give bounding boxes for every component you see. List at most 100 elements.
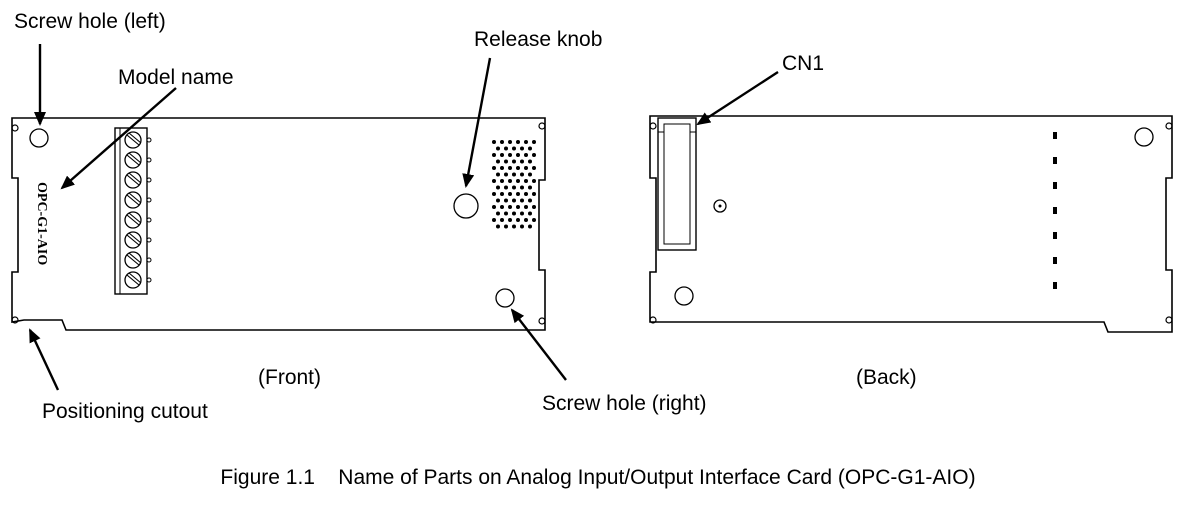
vent-dot [512, 146, 516, 151]
vent-dot [532, 166, 536, 170]
vent-dot [520, 185, 524, 190]
vent-dot [528, 198, 532, 203]
vent-dot [504, 198, 508, 203]
vent-dot [508, 205, 512, 209]
arrow-release-knob [462, 57, 492, 188]
vent-dot [524, 218, 528, 222]
vent-dot [516, 153, 520, 157]
card-model-text: OPC-G1-AIO [34, 182, 49, 265]
vent-dot [492, 179, 496, 183]
arrow-positioning-cutout [28, 328, 60, 391]
vent-dot [512, 172, 516, 177]
vent-dot [500, 218, 504, 222]
vent-dot [528, 146, 532, 151]
vent-dot [496, 224, 500, 229]
vent-dot [492, 218, 496, 222]
vent-dot [500, 153, 504, 157]
back-dot-column [1053, 132, 1057, 289]
vent-dot [516, 140, 520, 144]
vent-dot [524, 166, 528, 170]
label-cn1: CN1 [782, 52, 824, 75]
vent-dot [528, 185, 532, 190]
front-notch-br [538, 317, 546, 325]
vent-dot [532, 192, 536, 196]
vent-dot [504, 159, 508, 164]
vent-dot [508, 179, 512, 183]
label-screw-hole-left: Screw hole (left) [14, 10, 166, 33]
vent-dot-grid [492, 140, 536, 229]
vent-dot [524, 140, 528, 144]
vent-dot [496, 159, 500, 164]
vent-dot [496, 146, 500, 151]
vent-dot [508, 166, 512, 170]
back-card [649, 115, 1173, 333]
back-screw-hole-bl-icon [674, 286, 694, 306]
vent-dot [528, 159, 532, 164]
vent-dot [520, 211, 524, 216]
terminal-screw-icon [124, 131, 152, 149]
back-dot [1053, 132, 1057, 139]
vent-dot [516, 192, 520, 196]
arrow-screw-hole-right [510, 308, 567, 381]
vent-dot [516, 218, 520, 222]
terminal-screw-icon [124, 211, 152, 229]
terminal-screw-icon [124, 151, 152, 169]
back-card-outline [649, 115, 1173, 333]
vent-dot [532, 153, 536, 157]
vent-dot [520, 224, 524, 229]
vent-dot [512, 224, 516, 229]
front-notch-tr [538, 122, 546, 130]
label-front: (Front) [258, 366, 321, 389]
vent-dot [512, 159, 516, 164]
vent-dot [504, 185, 508, 190]
label-back: (Back) [856, 366, 917, 389]
vent-dot [500, 192, 504, 196]
terminal-screw-icon [124, 231, 152, 249]
vent-dot [492, 192, 496, 196]
terminal-screw-icon [124, 191, 152, 209]
figure-caption: Figure 1.1 Name of Parts on Analog Input… [220, 466, 975, 489]
vent-dot [496, 211, 500, 216]
vent-dot [512, 185, 516, 190]
vent-dot [492, 166, 496, 170]
front-notch-tl [11, 124, 19, 132]
vent-dot [500, 179, 504, 183]
vent-dot [512, 211, 516, 216]
arrow-cn1 [696, 70, 779, 126]
back-screw-hole-tr-icon [1134, 127, 1154, 147]
vent-dot [524, 153, 528, 157]
back-dot [1053, 282, 1057, 289]
vent-dot [528, 224, 532, 229]
back-notch-tr [1165, 122, 1173, 130]
vent-dot [500, 166, 504, 170]
vent-dot [504, 172, 508, 177]
vent-dot [520, 146, 524, 151]
front-card: OPC-G1-AIO [11, 117, 546, 331]
vent-dot [524, 179, 528, 183]
label-release-knob: Release knob [474, 28, 602, 51]
terminal-screw-icon [124, 171, 152, 189]
vent-dot [516, 205, 520, 209]
terminal-screw-icon [124, 251, 152, 269]
back-dot [1053, 207, 1057, 214]
cn1-connector [657, 117, 697, 251]
vent-dot [508, 153, 512, 157]
screw-hole-right-icon [495, 288, 515, 308]
label-model-name: Model name [118, 66, 234, 89]
vent-dot [496, 172, 500, 177]
vent-dot [532, 218, 536, 222]
arrow-model-name [60, 87, 177, 190]
screw-hole-left-icon [29, 128, 49, 148]
back-notch-br [1165, 316, 1173, 324]
vent-dot [496, 185, 500, 190]
vent-dot [524, 192, 528, 196]
vent-dot [492, 205, 496, 209]
front-notch-bl [11, 316, 19, 324]
vent-dot [504, 146, 508, 151]
front-card-outline [11, 117, 546, 331]
back-dot [1053, 157, 1057, 164]
vent-dot [492, 140, 496, 144]
vent-dot [504, 224, 508, 229]
vent-dot [532, 140, 536, 144]
